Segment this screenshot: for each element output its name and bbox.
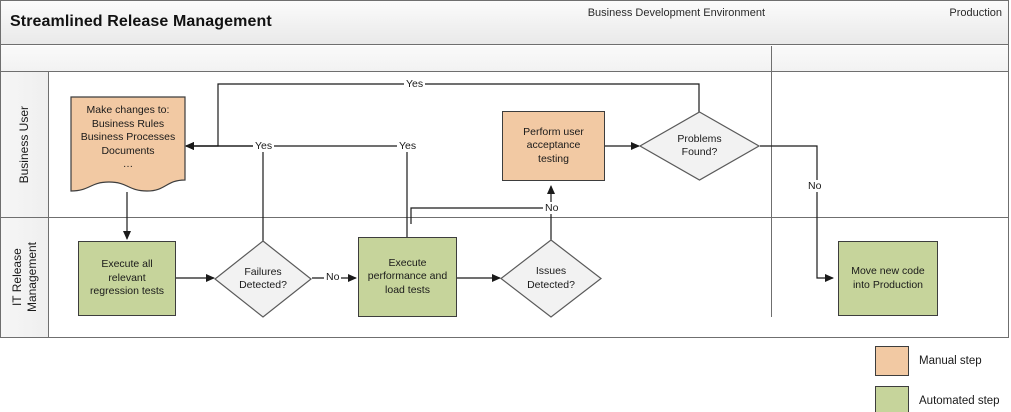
lane-divider [1, 217, 1008, 218]
phase-header-production: Production [949, 7, 1002, 19]
node-perform-uat[interactable]: Perform user acceptance testing [502, 111, 605, 181]
node-failures-detected[interactable]: Failures Detected? [214, 240, 312, 318]
lane-label-business-user: Business User [17, 105, 31, 184]
legend-label-automated: Automated step [919, 395, 1000, 407]
legend-swatch-automated [875, 386, 909, 412]
edge-label-yes-failures: Yes [253, 140, 275, 152]
node-issues-detected[interactable]: Issues Detected? [500, 239, 602, 318]
edge-label-yes-issues: Yes [397, 140, 419, 152]
legend-swatch-manual [875, 346, 909, 376]
lane-header-it-release-management: IT Release Management [1, 218, 49, 337]
node-label-perform-uat: Perform user acceptance testing [523, 125, 584, 165]
node-label-move-to-production: Move new code into Production [851, 265, 925, 291]
lane-label-it-release-management: IT Release Management [9, 242, 39, 313]
diagram-title-bar: Streamlined Release Management [1, 1, 1008, 45]
edge-label-no-issues: No [543, 202, 561, 214]
lane-header-business-user: Business User [1, 72, 49, 217]
node-label-execute-performance: Execute performance and load tests [367, 256, 448, 296]
node-label-execute-regression: Execute all relevant regression tests [89, 258, 165, 298]
node-make-changes[interactable]: Make changes to: Business Rules Business… [70, 96, 186, 192]
node-execute-performance[interactable]: Execute performance and load tests [358, 237, 457, 317]
phase-header-business-development-environment: Business Development Environment [587, 7, 765, 19]
edge-label-yes-problems: Yes [404, 78, 426, 90]
edge-label-no-failures: No [324, 271, 342, 283]
node-problems-found[interactable]: Problems Found? [639, 111, 760, 181]
node-move-to-production[interactable]: Move new code into Production [838, 241, 938, 316]
edge-label-no-problems: No [806, 180, 824, 192]
phase-header-bar [1, 46, 1008, 72]
node-execute-regression[interactable]: Execute all relevant regression tests [78, 241, 176, 316]
page-title: Streamlined Release Management [10, 13, 272, 30]
phase-separator [771, 46, 772, 317]
legend-label-manual: Manual step [919, 355, 982, 367]
